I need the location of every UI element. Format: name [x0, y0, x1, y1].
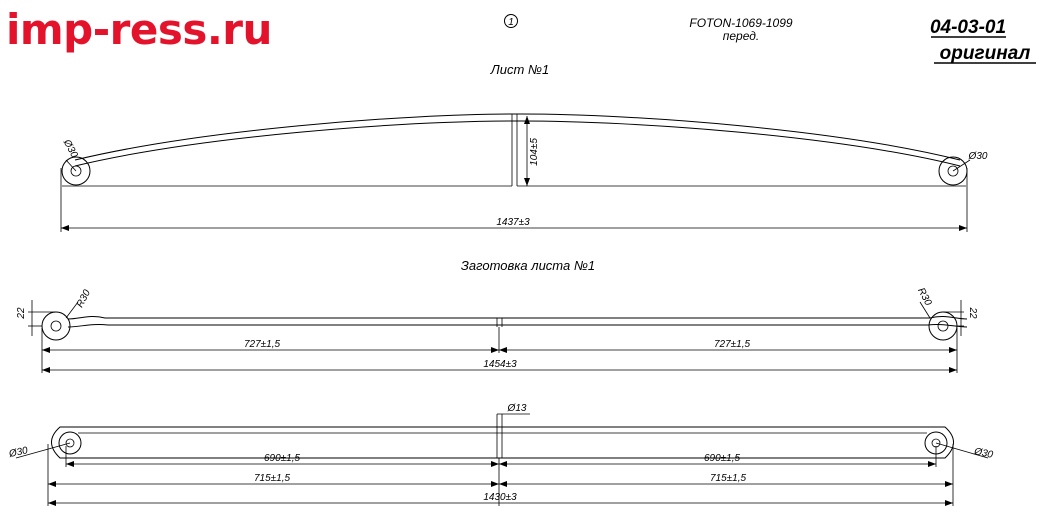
site-logo: imp-ress.ru — [6, 5, 272, 54]
inner-left-dimension: 690±1,5 — [264, 453, 301, 464]
radius-left-leader — [65, 301, 79, 319]
thickness-right: 22 — [967, 306, 978, 319]
radius-left: R30 — [75, 288, 94, 310]
model-name: FOTON-1069-1099 — [689, 16, 792, 30]
length-dimension-v2: 1454±3 — [483, 359, 517, 370]
inner-right-dimension: 690±1,5 — [704, 453, 741, 464]
length-dimension-v3: 1430±3 — [483, 492, 517, 503]
eye-left-diameter-v3: Ø30 — [7, 445, 29, 460]
half-right-dimension-v2: 727±1,5 — [714, 339, 751, 350]
outer-right-dimension: 715±1,5 — [710, 473, 747, 484]
original-label: оригинал — [940, 43, 1031, 64]
outer-left-dimension: 715±1,5 — [254, 473, 291, 484]
eye-left-leader-v3 — [15, 442, 71, 459]
center-hole-diameter: Ø13 — [507, 403, 527, 414]
part-code: 04-03-01 — [930, 17, 1006, 38]
eye-left-view1 — [61, 156, 91, 186]
radius-right-leader — [919, 301, 931, 319]
eye-right-leader-v3 — [935, 442, 989, 459]
eye-left-view3 — [58, 431, 82, 455]
eye-right-diameter-v3: Ø30 — [972, 446, 994, 461]
blank-profile — [67, 315, 968, 328]
thickness-left: 22 — [16, 307, 27, 320]
eye-right-diameter-v1: Ø30 — [968, 151, 988, 162]
leaf-top-view — [51, 426, 954, 459]
length-dimension-v1: 1437±3 — [496, 217, 530, 228]
half-left-dimension-v2: 727±1,5 — [244, 339, 281, 350]
view2-title: Заготовка листа №1 — [461, 258, 595, 273]
sheet-number-badge: 1 — [504, 14, 518, 28]
sheet-number: 1 — [508, 17, 514, 28]
radius-right: R30 — [915, 286, 934, 308]
spring-position: перед. — [723, 29, 759, 43]
eye-left-leader-v1 — [65, 159, 77, 172]
eye-left-view2 — [41, 311, 71, 341]
eye-right-leader-v1 — [952, 159, 971, 172]
height-dimension: 104±5 — [529, 138, 540, 166]
leaf-spring-profile — [74, 113, 961, 167]
view1-title: Лист №1 — [490, 62, 549, 77]
